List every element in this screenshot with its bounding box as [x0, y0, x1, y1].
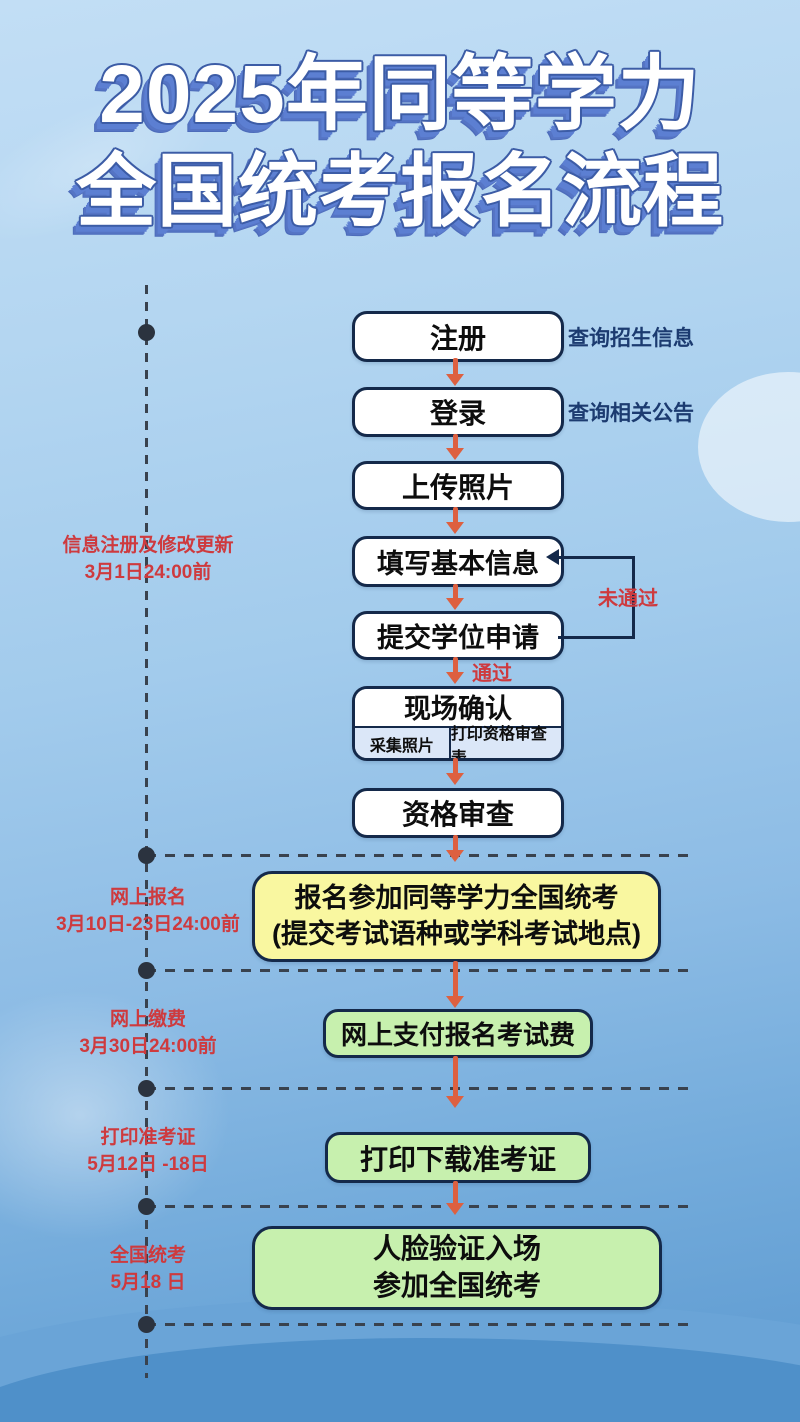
arrow-head	[446, 996, 464, 1008]
arrow-head	[446, 1096, 464, 1108]
timeline-date-text: 5月12日 -18日	[87, 1154, 209, 1175]
arrow-head	[446, 1203, 464, 1215]
timeline-label-text: 网上报名	[109, 887, 186, 908]
fail-label: 未通过	[598, 588, 658, 610]
timeline-branch-line	[146, 854, 691, 857]
arrow-stem	[452, 358, 458, 378]
flow-box-onsite-confirmation: 现场确认 采集照片 打印资格审查表	[352, 686, 564, 761]
flow-box-print-admission-ticket: 打印下载准考证	[325, 1132, 591, 1183]
timeline-label-text: 打印准考证	[100, 1127, 196, 1148]
timeline-date-text: 3月30日24:00前	[79, 1036, 217, 1057]
timeline-date-text: 3月1日24:00前	[84, 562, 212, 583]
timeline-date-text: 5月18 日	[110, 1272, 186, 1293]
arrow-stem	[452, 1056, 458, 1100]
flow-box-fill-basic-info: 填写基本信息	[352, 536, 564, 587]
timeline-branch-line	[146, 1087, 691, 1090]
arrow-down-icon	[446, 835, 464, 862]
timeline-label-print-ticket: 打印准考证 5月12日 -18日	[18, 1124, 278, 1178]
timeline-branch-line	[146, 1205, 691, 1208]
final-exam-line-1: 人脸验证入场	[372, 1233, 541, 1265]
flow-box-register: 注册	[352, 311, 564, 362]
exam-signup-line-1: 报名参加同等学力全国统考	[294, 882, 619, 913]
onsite-subrow: 采集照片 打印资格审查表	[355, 725, 561, 758]
arrow-stem	[452, 835, 458, 854]
arrow-stem	[452, 961, 458, 1000]
arrow-head	[446, 448, 464, 460]
arrow-stem	[452, 657, 458, 676]
timeline-branch-line	[146, 969, 691, 972]
arrow-down-icon	[446, 507, 464, 534]
arrow-left-icon	[546, 549, 559, 565]
timeline-branch-line	[146, 1323, 691, 1326]
arrow-down-icon	[446, 961, 464, 1008]
flow-box-login: 登录	[352, 387, 564, 437]
flow-box-upload-photo: 上传照片	[352, 461, 564, 510]
arrow-stem	[452, 1181, 458, 1207]
arrow-down-icon	[446, 358, 464, 386]
arrow-stem	[452, 507, 458, 526]
fail-loop-connector	[558, 556, 635, 639]
arrow-down-icon	[446, 758, 464, 785]
arrow-head	[446, 374, 464, 386]
timeline-date-text: 3月10日-23日24:00前	[56, 914, 240, 935]
wave-shape-light	[0, 1298, 800, 1422]
flow-box-exam-signup: 报名参加同等学力全国统考 (提交考试语种或学科考试地点)	[252, 871, 661, 962]
timeline-dot	[138, 1080, 155, 1097]
timeline-label-registration: 信息注册及修改更新 3月1日24:00前	[18, 532, 278, 586]
onsite-title: 现场确认	[355, 689, 561, 726]
timeline-dot	[138, 1198, 155, 1215]
timeline-label-text: 网上缴费	[109, 1009, 186, 1030]
timeline-label-text: 全国统考	[109, 1245, 186, 1266]
title-line-2: 全国统考报名流程	[76, 147, 724, 236]
timeline-label-online-signup: 网上报名 3月10日-23日24:00前	[18, 884, 278, 938]
note-register: 查询招生信息	[568, 327, 694, 350]
cloud-shape	[698, 372, 800, 522]
note-login: 查询相关公告	[568, 402, 694, 425]
page-title: 2025年同等学力 全国统考报名流程	[0, 46, 800, 240]
timeline-dot	[138, 1316, 155, 1333]
arrow-stem	[452, 434, 458, 452]
arrow-head	[446, 672, 464, 684]
flow-box-submit-degree-application: 提交学位申请	[352, 611, 564, 660]
timeline-dot	[138, 324, 155, 341]
arrow-down-icon	[446, 1181, 464, 1215]
arrow-down-icon	[446, 657, 464, 684]
arrow-head	[446, 773, 464, 785]
arrow-stem	[452, 584, 458, 602]
arrow-head	[446, 522, 464, 534]
timeline-label-text: 信息注册及修改更新	[62, 535, 234, 556]
arrow-stem	[452, 758, 458, 777]
arrow-down-icon	[446, 584, 464, 610]
flow-box-final-exam: 人脸验证入场 参加全国统考	[252, 1226, 662, 1310]
arrow-down-icon	[446, 1056, 464, 1108]
timeline-dot	[138, 962, 155, 979]
exam-signup-line-2: (提交考试语种或学科考试地点)	[272, 918, 641, 949]
arrow-head	[446, 598, 464, 610]
flow-box-qualification-review: 资格审查	[352, 788, 564, 838]
timeline-label-national-exam: 全国统考 5月18 日	[18, 1242, 278, 1296]
onsite-subcell-print-form: 打印资格审查表	[450, 726, 561, 758]
final-exam-line-2: 参加全国统考	[372, 1270, 541, 1301]
timeline-dot	[138, 847, 155, 864]
pass-label: 通过	[472, 663, 512, 685]
onsite-subcell-collect-photo: 采集照片	[355, 727, 451, 758]
flow-box-pay-fee: 网上支付报名考试费	[323, 1009, 593, 1058]
wave-shape-dark	[0, 1338, 800, 1422]
title-line-1: 2025年同等学力	[99, 49, 701, 140]
timeline-axis	[145, 285, 148, 1378]
arrow-head	[446, 850, 464, 862]
timeline-label-payment: 网上缴费 3月30日24:00前	[18, 1006, 278, 1060]
arrow-down-icon	[446, 434, 464, 460]
